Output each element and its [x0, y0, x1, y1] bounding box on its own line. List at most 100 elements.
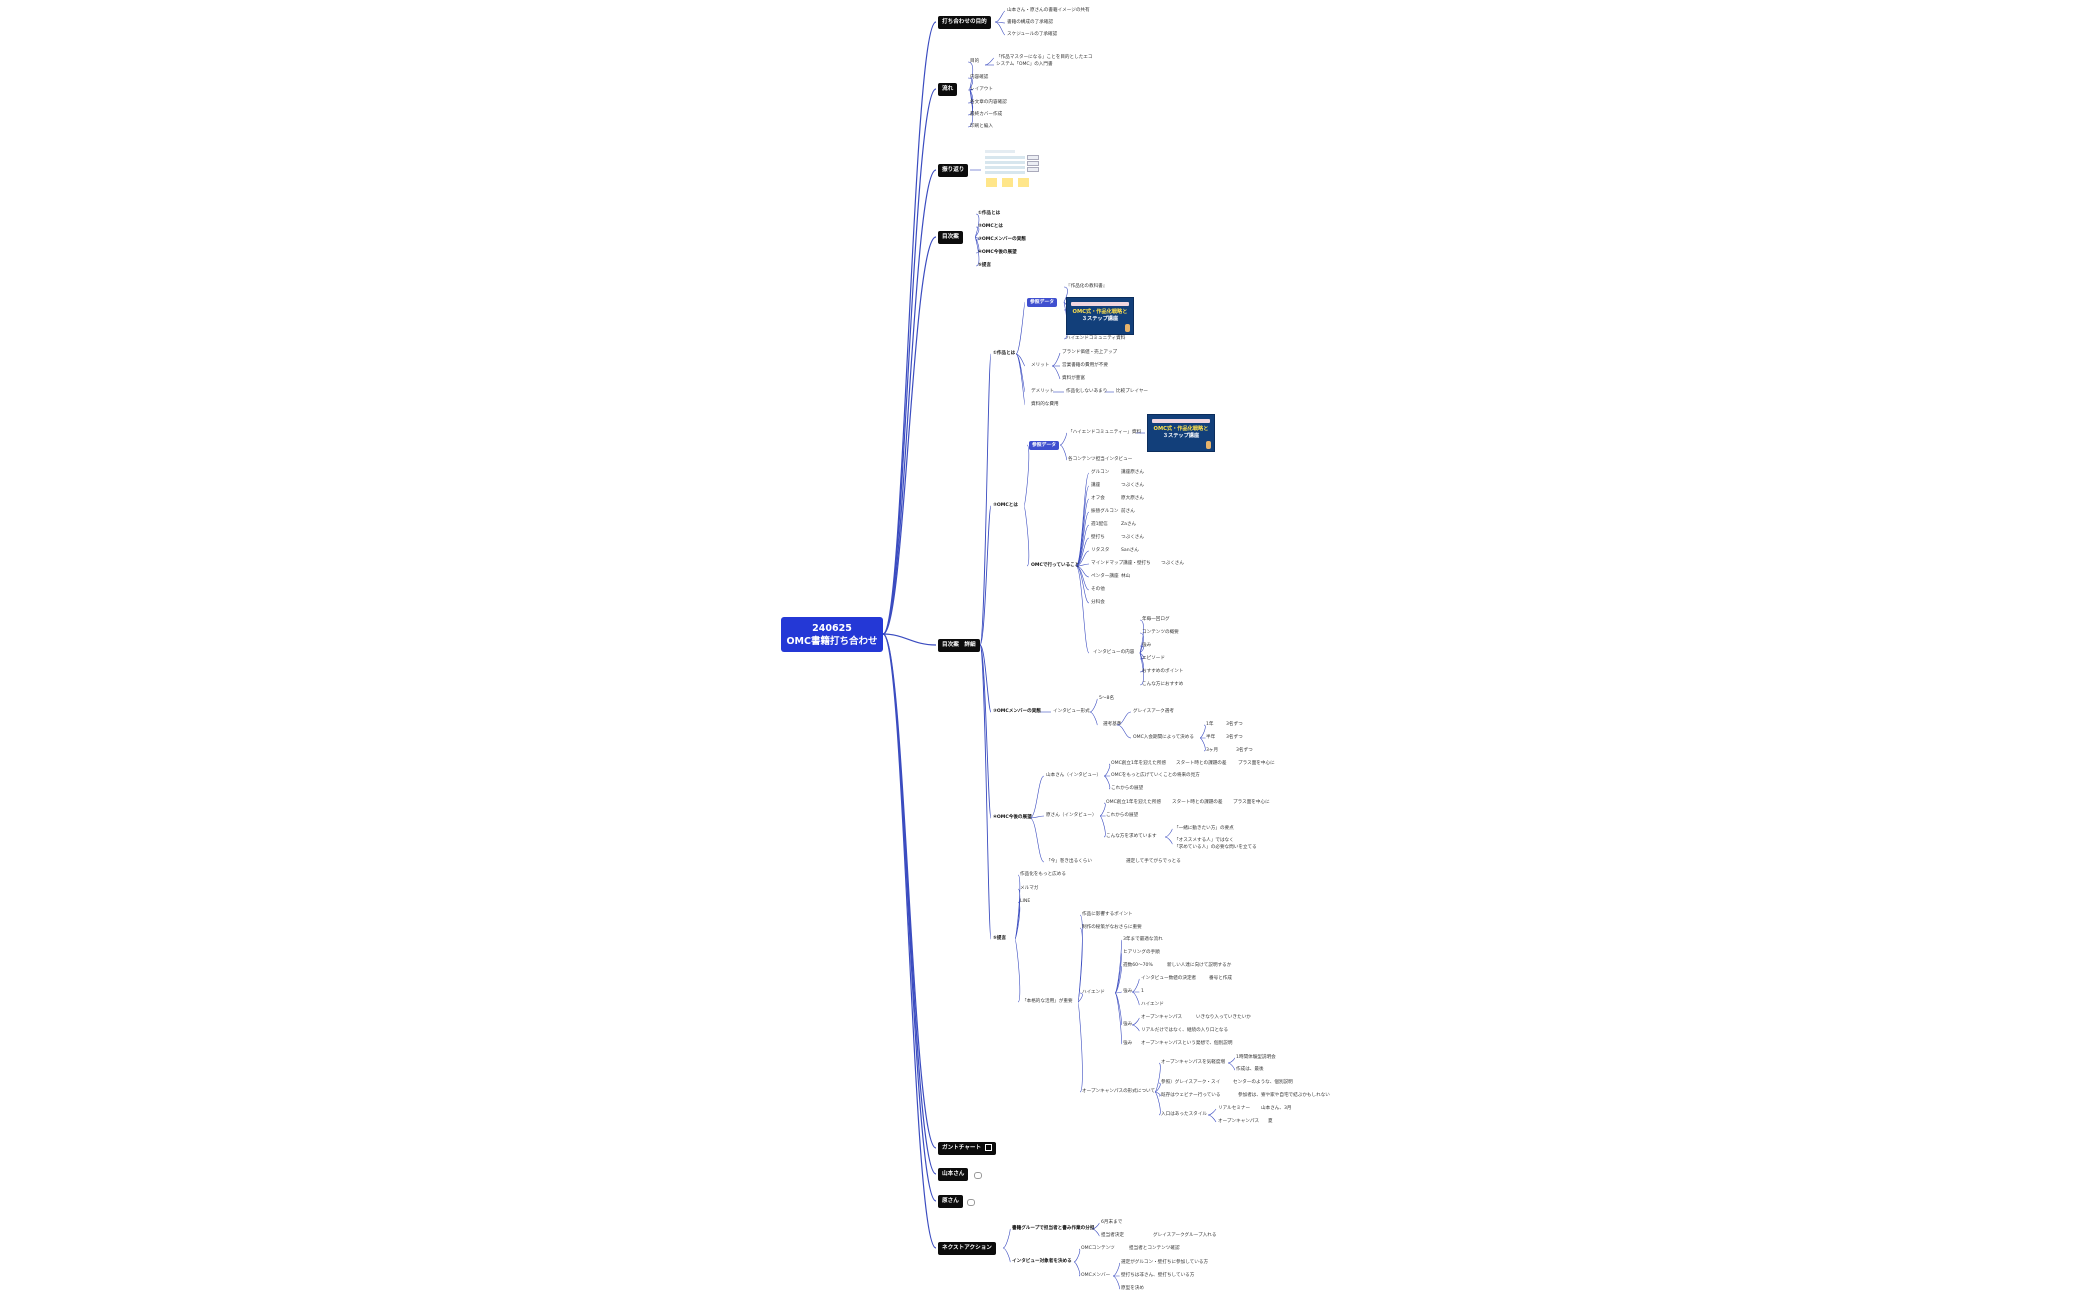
thumb-subtitle: ３ステップ講座 [1081, 316, 1119, 322]
sec4-item: こんな方を求めています [1106, 834, 1157, 839]
sec5-item: 「本格的な活用」が重要 [1022, 999, 1073, 1004]
connector-line [1207, 1114, 1217, 1123]
image-title-bar [985, 150, 1015, 153]
next-item: 担当者とコンテンツ確認 [1129, 1246, 1180, 1251]
branch-toc[interactable]: 目次案 [938, 231, 963, 244]
connector-line [1075, 563, 1090, 567]
branch-yamamoto[interactable]: 山本さん [938, 1168, 969, 1181]
connector-line [1164, 828, 1173, 838]
purpose-item: 山本さん・原さんの書籍イメージの共有 [1007, 8, 1090, 13]
sec2-activity-owner: つぶくさん [1121, 483, 1144, 488]
connector-line [1114, 991, 1122, 994]
connector-line [1099, 802, 1106, 817]
branch-next-action[interactable]: ネクストアクション [938, 1242, 996, 1255]
sec4-item: これからの展望 [1111, 786, 1144, 791]
connector-line [979, 644, 992, 940]
sec2-activity: リタスタ [1091, 548, 1110, 553]
sec5-item: 1時間体験型説明会 [1236, 1055, 1276, 1060]
connector-line [1075, 550, 1090, 567]
sec5-item: 番号と作成 [1209, 976, 1232, 981]
sec3-title: ③OMCメンバーの実態 [993, 709, 1041, 714]
sec2-ref-detail: 各コンテンツ担当インタビュー [1068, 457, 1133, 462]
sec1-caption: ハイエンドコミュニティ資料 [1066, 336, 1126, 341]
sec2-interview-item: エピソード [1142, 656, 1165, 661]
review-board-image[interactable] [983, 148, 1040, 192]
flow-item: レイアウト [970, 87, 993, 92]
sec5-item: 週数60～70% [1123, 963, 1153, 968]
sec1-merit-item: 営業書籍の費用が不要 [1062, 363, 1108, 368]
flow-item: 内容確認 [970, 75, 989, 80]
connector-line [1073, 1248, 1081, 1263]
sec5-item: リアルセミナー [1218, 1106, 1251, 1111]
external-link-icon[interactable] [985, 1144, 993, 1151]
sec4-item: スタート時との課題の差 [1172, 800, 1223, 805]
branch-gantt[interactable]: ガントチャート [938, 1142, 997, 1155]
sec5-item: インタビュー数値の決定者 [1141, 976, 1197, 981]
sec1-ref-detail: 『作品化の教科書』 [1066, 284, 1108, 289]
connector-line [1014, 901, 1021, 940]
image-sticky-note [1002, 178, 1013, 187]
connector-line [974, 236, 980, 267]
sec4-item: OMC創立1年を迎えた所感 [1106, 800, 1162, 805]
sec1-merit-item: ブランド価値・売上アップ [1062, 350, 1118, 355]
next-item: 選定がグルコン・壁打ちに参加している方 [1121, 1260, 1209, 1265]
connector-line [1023, 505, 1030, 567]
image-note [1027, 155, 1039, 160]
connector-line [1029, 775, 1045, 819]
connector-line [1103, 775, 1111, 790]
branch-flow[interactable]: 流れ [938, 83, 958, 96]
sec1-merit: メリット [1031, 363, 1050, 368]
sec3-item: 選考基準 [1103, 722, 1122, 727]
next-item: インタビュー対象者を決める [1012, 1259, 1072, 1264]
sec1-title: ①作品とは [993, 351, 1016, 356]
connector-line [1091, 1228, 1100, 1237]
sec2-activity: 壁打ち [1091, 535, 1105, 540]
sec5-item: 1 [1141, 989, 1144, 994]
connector-line [1131, 991, 1140, 1006]
branch-hara[interactable]: 原さん [938, 1195, 963, 1208]
branch-purpose[interactable]: 打ち合わせの目的 [938, 16, 991, 29]
connector-line [1077, 927, 1083, 1003]
connector-line [1227, 1062, 1235, 1071]
sec5-item: 強み [1123, 989, 1133, 994]
sec2-activity: グルコン [1091, 470, 1110, 475]
sec5-item: 作品化をもっと広める [1020, 872, 1066, 877]
sec5-item: リアルだけではなく、継続の入り口となる [1141, 1028, 1229, 1033]
connector-line [1077, 1001, 1083, 1093]
sec1-merit-item: 資料が豊富 [1062, 376, 1085, 381]
sec2-activity: オフ会 [1091, 496, 1105, 501]
comment-icon[interactable] [974, 1172, 982, 1179]
sec5-item: 新しい人達に向けて説明するか [1167, 963, 1232, 968]
sec2-interview-item: おすすめのポイント [1142, 669, 1184, 674]
next-item: 担当者決定 [1101, 1233, 1124, 1238]
branch-review[interactable]: 振り返り [938, 164, 969, 177]
sec3-period: 1年 [1206, 722, 1214, 727]
sec5-item: 作品に影響するポイント [1082, 912, 1133, 917]
sec4-item: 「一緒に動きたい方」の要点 [1174, 826, 1234, 831]
root-node[interactable]: 240625 OMC書籍打ち合わせ [781, 617, 883, 652]
image-row [985, 171, 1025, 174]
sec2-ref-pill[interactable]: 参照データ [1029, 441, 1059, 450]
sec2-activity: 振替グルコン [1091, 509, 1119, 514]
sec5-item: ハイエンド [1141, 1002, 1164, 1007]
sec4-item: OMCをもっと広げていくことの将来の見方 [1111, 773, 1200, 778]
sec1-ref-pill[interactable]: 参照データ [1027, 298, 1057, 307]
connector-line [1051, 352, 1061, 367]
comment-icon[interactable] [967, 1199, 975, 1206]
connector-line [994, 10, 1006, 23]
next-item: OMCメンバー [1081, 1273, 1111, 1278]
sec5-item: 夏 [1268, 1119, 1273, 1124]
sec4-item: これからの展望 [1106, 813, 1139, 818]
next-item: 原型を決め [1121, 1286, 1144, 1291]
branch-toc-detail[interactable]: 目次案 詳細 [938, 639, 980, 652]
sec5-item: メルマガ [1020, 886, 1039, 891]
sec2-activity: 講座 [1091, 483, 1101, 488]
next-item: 6月末まで [1101, 1220, 1123, 1225]
sec3-count: 3名ずつ [1226, 722, 1243, 727]
connector-line [1199, 737, 1206, 752]
connector-line [1075, 565, 1090, 654]
connector-line [979, 505, 992, 646]
sec2-activity: 週1配信 [1091, 522, 1108, 527]
